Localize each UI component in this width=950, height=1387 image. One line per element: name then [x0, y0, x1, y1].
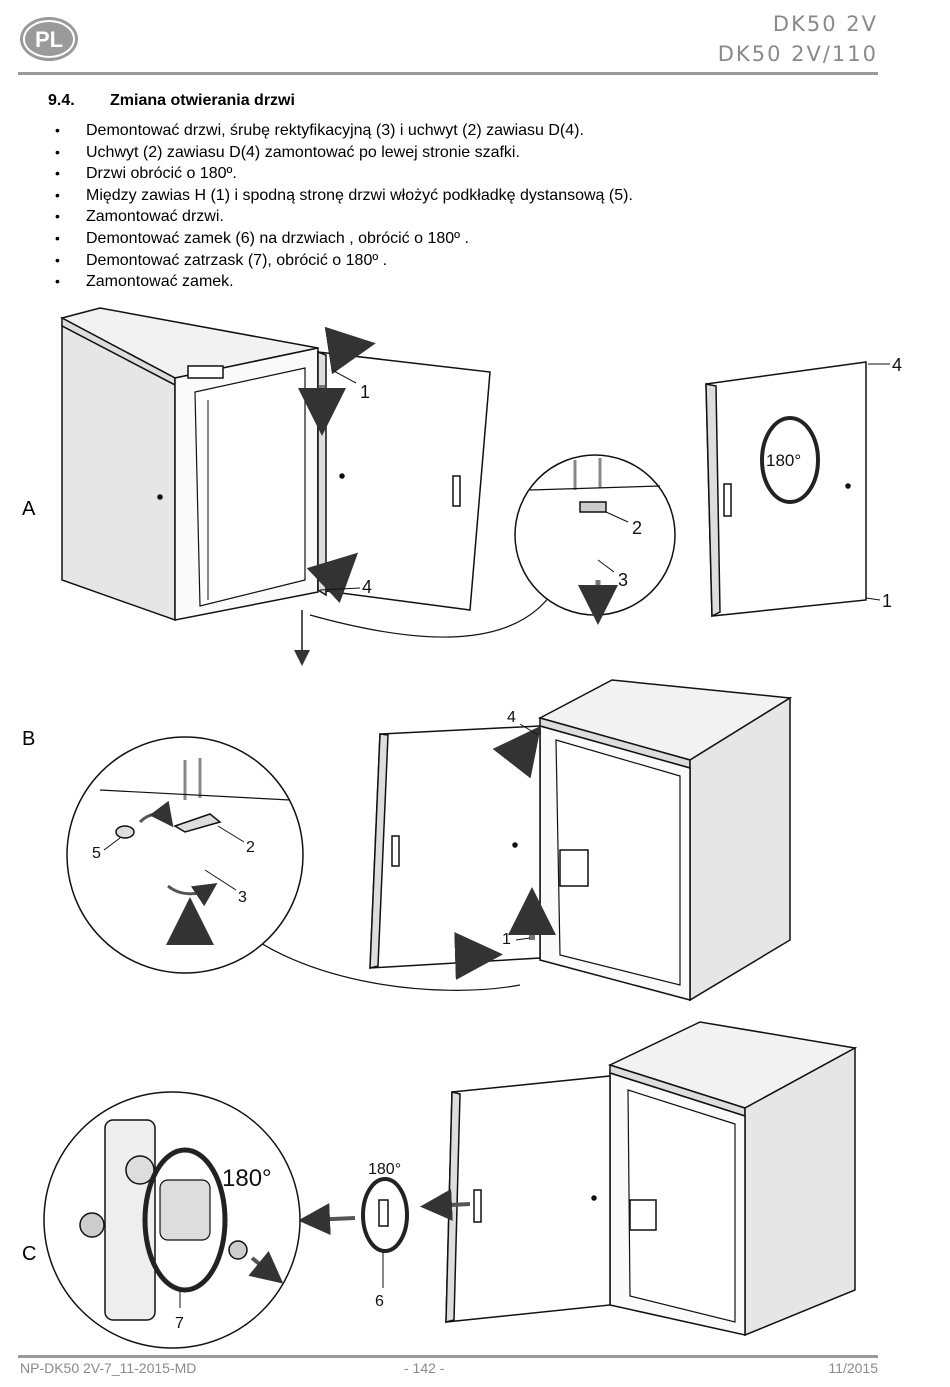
list-item: • Demontować zamek (6) na drzwiach , obró…	[55, 228, 633, 250]
step-text: Demontować zamek (6) na drzwiach , obróc…	[86, 229, 469, 247]
bullet: •	[55, 251, 60, 268]
callout-3: 3	[618, 570, 628, 590]
section-number: 9.4.	[48, 92, 75, 109]
panel-label-a: A	[22, 498, 36, 520]
callout-1b: 1	[882, 591, 892, 611]
door-a	[317, 350, 491, 611]
rotation-label-big: 180°	[222, 1165, 272, 1192]
bullet: •	[55, 208, 60, 225]
callout-4b: 4	[892, 355, 902, 375]
model-line-1: DK50 2V	[772, 12, 878, 36]
callout-6: 6	[375, 1293, 384, 1310]
cabinet-c	[607, 1021, 858, 1337]
instruction-list: • Demontować drzwi, śrubę rektyfikacyjną …	[55, 120, 633, 293]
footer-divider	[18, 1355, 878, 1358]
door-reversal-illustration: 1 4 2 3 180° 4 1	[43, 307, 902, 1349]
section-heading: 9.4. Zmiana otwierania drzwi	[48, 92, 295, 110]
callout-4: 4	[507, 709, 516, 726]
callout-4: 4	[362, 577, 372, 597]
list-item: • Drzwi obrócić o 180º.	[55, 163, 633, 185]
bullet: •	[55, 229, 60, 246]
panel-b: 4 1 5 2 3	[66, 679, 793, 1002]
rotation-label: 180°	[766, 451, 801, 470]
step-text: Między zawias H (1) i spodną stronę drzw…	[86, 186, 633, 204]
arrow-icon	[306, 552, 359, 604]
step-text: Demontować drzwi, śrubę rektyfikacyjną (…	[86, 122, 584, 139]
callout-2: 2	[632, 518, 642, 538]
panel-a: 1 4 2 3 180° 4 1	[59, 307, 902, 666]
footer-page-number: - 142 -	[404, 1360, 445, 1376]
callout-2: 2	[246, 839, 255, 856]
rotation-label-small: 180°	[368, 1161, 401, 1178]
footer-doc-id: NP-DK50 2V-7_11-2015-MD	[20, 1360, 197, 1376]
step-text: Uchwyt (2) zawiasu D(4) zamontować po le…	[86, 143, 520, 161]
door-b	[369, 725, 541, 969]
panel-label-c: C	[22, 1243, 37, 1265]
footer-date: 11/2015	[828, 1360, 878, 1376]
callout-5: 5	[92, 845, 101, 862]
list-item: • Zamontować drzwi.	[55, 206, 633, 228]
callout-1: 1	[360, 382, 370, 402]
bullet: •	[55, 186, 60, 203]
callout-1: 1	[502, 931, 511, 948]
list-item: • Zamontować zamek.	[55, 271, 633, 293]
bullet: •	[55, 122, 60, 138]
detail-circle	[514, 454, 676, 616]
bullet: •	[55, 143, 60, 160]
panel-label-b: B	[22, 728, 36, 750]
section-title: Zmiana otwierania drzwi	[110, 92, 295, 109]
door-rotated-a: 180°	[705, 361, 867, 618]
bullet: •	[55, 273, 60, 290]
panel-c: 180° 6 180° 7	[43, 1021, 858, 1349]
list-item: • Między zawias H (1) i spodną stronę drz…	[55, 185, 633, 207]
door-c	[445, 1075, 611, 1323]
callout-7: 7	[175, 1315, 184, 1332]
step-text: Zamontować zamek.	[86, 273, 234, 291]
arrow-icon	[324, 326, 376, 375]
cabinet-b	[537, 679, 793, 1002]
step-text: Drzwi obrócić o 180º.	[86, 165, 237, 183]
list-item: • Uchwyt (2) zawiasu D(4) zamontować po l…	[55, 142, 633, 164]
model-line-2: DK50 2V/110	[717, 42, 878, 66]
detail-circle	[66, 736, 304, 974]
cabinet-a	[59, 307, 319, 622]
step-text: Zamontować drzwi.	[86, 208, 224, 226]
callout-3: 3	[238, 889, 247, 906]
badge-text: PL	[35, 27, 63, 52]
language-badge: PL	[18, 14, 80, 64]
bullet: •	[55, 165, 60, 182]
step-text: Demontować zatrzask (7), obrócić o 180º …	[86, 251, 388, 269]
list-item: • Demontować zatrzask (7), obrócić o 180º…	[55, 250, 633, 272]
header-divider	[18, 72, 878, 75]
list-item: • Demontować drzwi, śrubę rektyfikacyjną …	[55, 120, 633, 142]
